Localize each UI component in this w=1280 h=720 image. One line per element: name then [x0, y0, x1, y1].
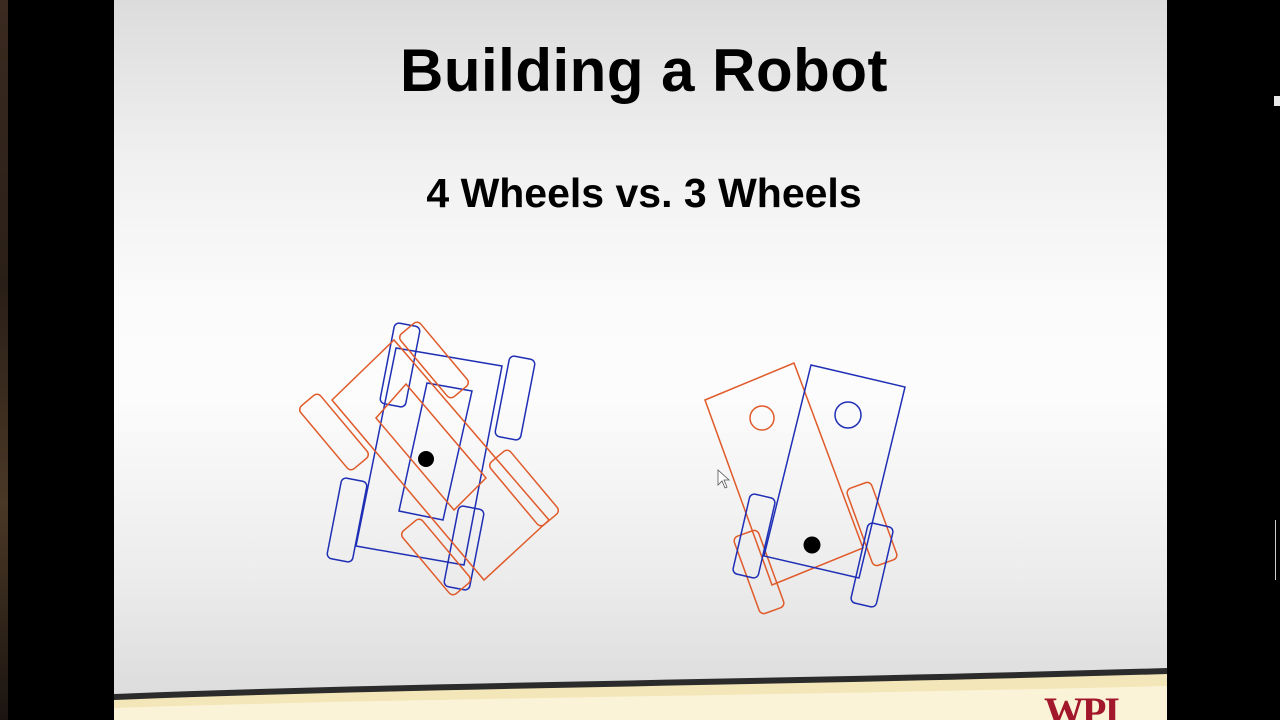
wpi-logo: WPI — [1044, 690, 1120, 720]
four-wheel-inner-body-rotated — [375, 382, 488, 512]
slide-footer-band — [114, 668, 1167, 720]
wheel-front-right — [494, 355, 536, 441]
wheel-comparison-diagram — [298, 321, 906, 615]
wheel-rotated-4 — [488, 449, 560, 527]
wheel-rear-left — [326, 477, 368, 563]
three-wheel-robot-initial — [732, 364, 906, 608]
three-wheel-robot — [704, 362, 906, 615]
caster-wheel — [834, 401, 862, 429]
drive-wheel-right — [850, 522, 894, 608]
drive-wheel-left — [732, 493, 776, 579]
caster-wheel-rotated — [749, 405, 775, 431]
right-window-edge-mark — [1274, 96, 1280, 106]
left-window-edge — [0, 0, 8, 720]
mouse-pointer-icon — [717, 469, 731, 489]
wheel-rotated-1 — [298, 393, 370, 471]
four-wheel-chassis — [355, 347, 503, 566]
four-wheel-robot — [298, 321, 560, 596]
slide-subtitle: 4 Wheels vs. 3 Wheels — [426, 170, 862, 216]
wheel-rotated-3 — [400, 518, 472, 596]
presentation-slide: Building a Robot 4 Wheels vs. 3 Wheels — [114, 0, 1167, 720]
four-wheel-center-of-rotation — [418, 451, 434, 467]
three-wheel-chassis — [763, 364, 906, 579]
wheel-rotated-2 — [398, 321, 470, 399]
slide-title: Building a Robot — [400, 37, 888, 104]
three-wheel-center-of-rotation — [803, 536, 821, 554]
wheel-front-left — [379, 322, 421, 408]
four-wheel-inner-body — [398, 382, 473, 521]
right-window-edge-line — [1275, 520, 1280, 580]
wheel-rear-right — [443, 505, 485, 591]
four-wheel-robot-rotated — [298, 321, 560, 596]
four-wheel-robot-initial — [326, 322, 536, 591]
